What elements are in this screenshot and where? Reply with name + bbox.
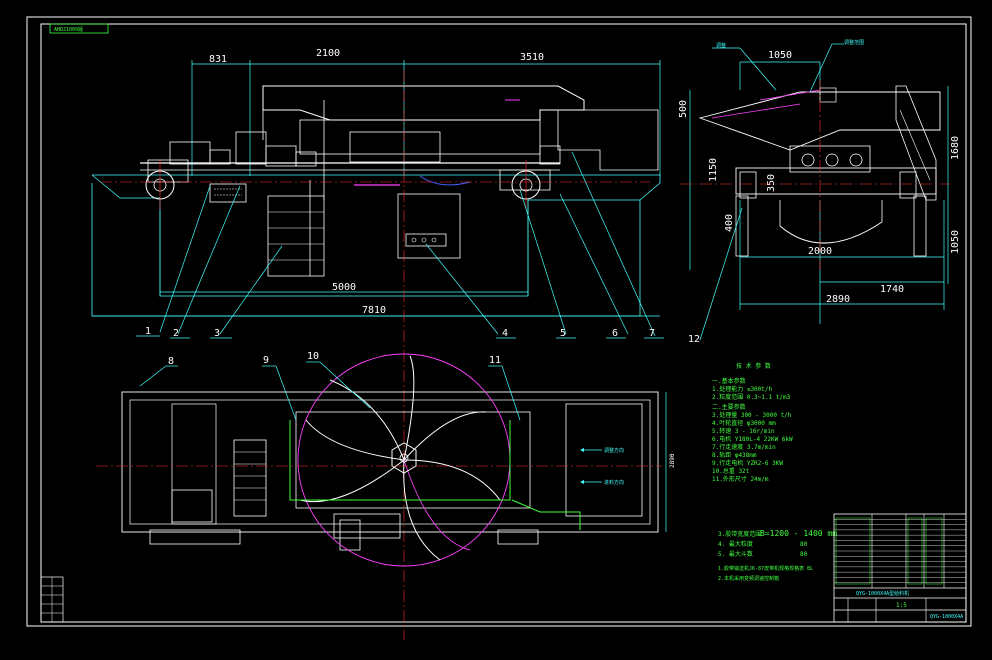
note-line-3-label: 5. 最大斗数 bbox=[718, 550, 753, 558]
dim-3510: 3510 bbox=[520, 52, 544, 63]
spec-line: 4.叶轮直径 φ3000 mm bbox=[712, 419, 776, 427]
callout-side-top-right: 调整范围 bbox=[844, 39, 864, 46]
title-block-drawing-no: QYG-1000X4A bbox=[930, 614, 963, 620]
corner-label-box bbox=[49, 23, 109, 34]
part-label-2: 2 bbox=[173, 328, 179, 339]
note-line-2-value: 80 bbox=[800, 541, 808, 548]
part-label-3: 3 bbox=[214, 328, 220, 339]
dim-side-2890: 2890 bbox=[826, 294, 850, 305]
spec-line: 一.基本参数 bbox=[712, 377, 746, 385]
part-label-5: 5 bbox=[560, 328, 566, 339]
dim-side-350: 350 bbox=[766, 174, 777, 192]
left-signature-table bbox=[40, 576, 64, 623]
plan-view: 2890 bbox=[96, 353, 676, 567]
spec-line: 10.总重 32t bbox=[712, 467, 750, 475]
notes: 3.胶带宽度范围 B=1200 - 1400 mm 4. 最大粒度 80 5. … bbox=[718, 529, 837, 582]
part-label-8: 8 bbox=[168, 356, 174, 367]
tech-spec-heading: 技 术 参 数 bbox=[736, 362, 771, 370]
spec-line: 6.电机 Y180L-4 22KW 6kW bbox=[712, 435, 793, 443]
title-block bbox=[833, 513, 967, 623]
dim-side-1740: 1740 bbox=[880, 284, 904, 295]
callout-plan-arrow-2: 进料方向 bbox=[604, 479, 624, 486]
callout-side-top-left: 调整 bbox=[716, 42, 726, 49]
dim-2100: 2100 bbox=[316, 48, 340, 59]
spec-line: 2.粒度范围 0.3~1.1 t/m3 bbox=[712, 393, 791, 401]
spec-line: 9.行走电机 YZR2-6 3KW bbox=[712, 459, 783, 467]
dim-side-400: 400 bbox=[724, 214, 735, 232]
title-block-scale: 1:5 bbox=[896, 602, 907, 609]
dim-side-1050-top: 1050 bbox=[768, 50, 792, 61]
inner-frame bbox=[40, 23, 967, 623]
title-block-rows bbox=[834, 519, 966, 583]
spec-line: 3.处理量 300 - 3000 t/h bbox=[712, 411, 792, 419]
spec-line: 二.主要参数 bbox=[712, 403, 746, 411]
spec-line: 1.处理能力 ≤300t/h bbox=[712, 385, 773, 393]
note-line-2-label: 4. 最大粒度 bbox=[718, 540, 753, 548]
dim-5000: 5000 bbox=[332, 282, 356, 293]
spec-line: 8.轨距 φ438mm bbox=[712, 451, 757, 459]
part-label-10: 10 bbox=[307, 351, 319, 362]
dim-side-500: 500 bbox=[678, 100, 689, 118]
dim-side-1150: 1150 bbox=[708, 158, 719, 182]
spec-line: 7.行走速度 3.7m/min bbox=[712, 443, 776, 451]
part-label-6: 6 bbox=[612, 328, 618, 339]
corner-label: AHDZ1000版 bbox=[54, 26, 83, 33]
spec-line: 5.转速 3 - 16r/min bbox=[712, 427, 775, 435]
note-line-3-value: 80 bbox=[800, 551, 808, 558]
dim-side-1680: 1680 bbox=[950, 136, 961, 160]
dim-plan-2890: 2890 bbox=[669, 453, 676, 468]
spec-line: 11.外形尺寸 24m/m bbox=[712, 475, 769, 483]
note-line-1-value: B=1200 - 1400 mm bbox=[760, 529, 837, 538]
dim-side-1050-right: 1050 bbox=[950, 230, 961, 254]
part-label-7: 7 bbox=[649, 328, 655, 339]
note-line-1-label: 3.胶带宽度范围 bbox=[718, 530, 761, 538]
part-label-4: 4 bbox=[502, 328, 508, 339]
side-elevation: 1050 500 1150 400 350 1680 1050 2000 174… bbox=[678, 43, 961, 341]
dim-7810: 7810 bbox=[362, 305, 386, 316]
tech-spec-lines: 一.基本参数 1.处理能力 ≤300t/h 2.粒度范围 0.3~1.1 t/m… bbox=[712, 377, 793, 483]
title-block-model: QYG-1000X4A型给料机 bbox=[856, 590, 909, 597]
part-label-12: 12 bbox=[688, 334, 700, 345]
dim-831: 831 bbox=[209, 54, 227, 65]
note-line-5: 2.本机采用变频调速控制箱 bbox=[718, 575, 779, 582]
part-label-9: 9 bbox=[263, 355, 269, 366]
front-elevation: 831 2100 3510 5000 7810 bbox=[91, 48, 661, 640]
part-label-1: 1 bbox=[145, 326, 151, 337]
part-label-11: 11 bbox=[489, 355, 501, 366]
note-line-4: 1.胶带输送机JK-87皮带机规格规格表 BL bbox=[718, 565, 813, 572]
front-leaders bbox=[136, 151, 664, 339]
callout-plan-arrow-1: 调整方向 bbox=[604, 447, 624, 454]
outer-frame bbox=[26, 16, 972, 627]
